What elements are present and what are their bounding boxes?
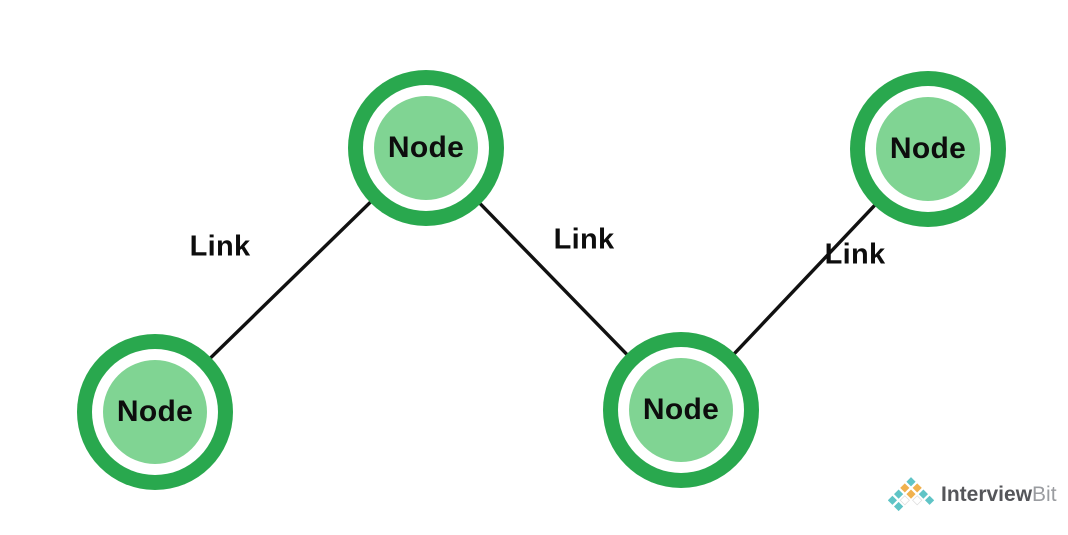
logo-text-primary: Interview <box>941 482 1033 506</box>
node-gap-ring: Node <box>618 347 744 473</box>
node-top-left: Node <box>348 70 504 226</box>
node-top-right: Node <box>850 71 1006 227</box>
node-core: Node <box>374 96 478 200</box>
node-gap-ring: Node <box>865 86 991 212</box>
node-label: Node <box>116 395 194 428</box>
interviewbit-logo-icon <box>888 477 934 513</box>
node-label: Node <box>889 132 967 165</box>
interviewbit-logo: InterviewBit <box>888 477 1057 513</box>
link-label-2: Link <box>553 223 615 256</box>
logo-text-secondary: Bit <box>1032 482 1057 506</box>
node-core: Node <box>103 360 207 464</box>
node-gap-ring: Node <box>363 85 489 211</box>
link-label-1: Link <box>189 230 251 263</box>
node-bottom-left: Node <box>77 334 233 490</box>
node-gap-ring: Node <box>92 349 218 475</box>
node-core: Node <box>876 97 980 201</box>
node-label: Node <box>642 393 720 426</box>
node-label: Node <box>387 131 465 164</box>
interviewbit-logo-text: InterviewBit <box>941 484 1057 507</box>
link-label-3: Link <box>824 238 886 271</box>
node-core: Node <box>629 358 733 462</box>
node-bottom-middle: Node <box>603 332 759 488</box>
